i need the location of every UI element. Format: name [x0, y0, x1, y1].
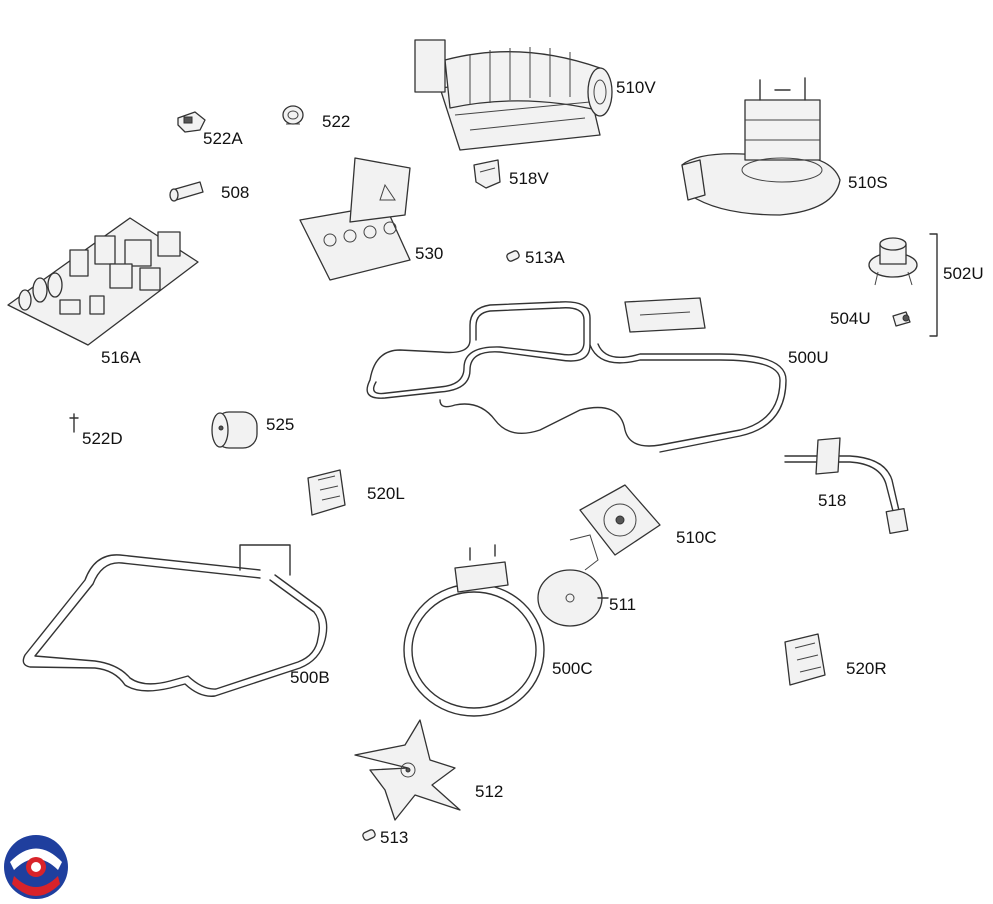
- door-hinge-520r: [784, 633, 826, 686]
- indicator-lamp-508: [169, 181, 204, 202]
- clip-522a: [177, 111, 206, 133]
- grill-element-500u: [366, 297, 787, 453]
- label-516a: 516A: [101, 348, 141, 367]
- label-513a: 513A: [525, 248, 565, 267]
- label-518v: 518V: [509, 169, 549, 188]
- blower-motor-510s: [681, 77, 841, 216]
- connector-504u: [892, 311, 911, 327]
- capacitor-525: [211, 411, 258, 449]
- control-board-516a: [7, 217, 199, 346]
- label-522: 522: [322, 112, 351, 131]
- label-510c: 510C: [676, 528, 717, 547]
- screw-513: [362, 829, 376, 841]
- tangential-fan-510v: [414, 39, 613, 151]
- group-bracket-502u: [929, 233, 938, 337]
- label-500c: 500C: [552, 659, 593, 678]
- label-522a: 522A: [203, 129, 243, 148]
- label-513: 513: [380, 828, 409, 847]
- label-504u: 504U: [830, 309, 871, 328]
- label-500b: 500B: [290, 668, 330, 687]
- screw-513a: [506, 250, 520, 262]
- fan-plate-511: [537, 569, 609, 627]
- label-518: 518: [818, 491, 847, 510]
- label-522d: 522D: [82, 429, 123, 448]
- label-508: 508: [221, 183, 250, 202]
- label-525: 525: [266, 415, 295, 434]
- circular-element-500c: [403, 544, 545, 717]
- door-hinge-520l: [307, 469, 346, 516]
- bottom-element-500b: [22, 544, 328, 697]
- brand-logo-icon: [4, 835, 68, 899]
- bracket-518v: [473, 159, 501, 189]
- label-511: 511: [609, 595, 637, 614]
- ring-clip-522: [282, 105, 304, 125]
- label-510s: 510S: [848, 173, 888, 192]
- thermostat-502u: [868, 237, 918, 286]
- temperature-sensor-518: [784, 437, 909, 535]
- fan-blade-512: [354, 719, 461, 821]
- terminal-block-530: [299, 157, 411, 281]
- label-510v: 510V: [616, 78, 656, 97]
- label-520r: 520R: [846, 659, 887, 678]
- label-502u: 502U: [943, 264, 984, 283]
- label-520l: 520L: [367, 484, 405, 503]
- convection-motor-510c: [569, 484, 661, 571]
- label-512: 512: [475, 782, 504, 801]
- label-500u: 500U: [788, 348, 829, 367]
- label-530: 530: [415, 244, 444, 263]
- screw-522d: [69, 413, 79, 433]
